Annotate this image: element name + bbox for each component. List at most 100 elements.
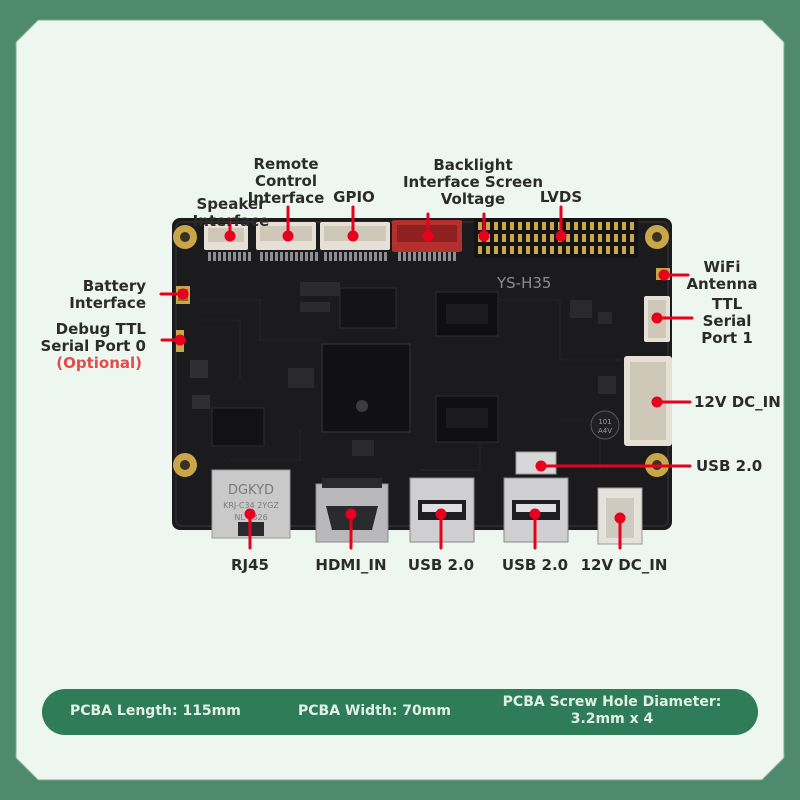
spec-length: PCBA Length: 115mm bbox=[70, 703, 241, 719]
connector-pin bbox=[354, 252, 357, 261]
lvds-pin bbox=[566, 222, 570, 230]
svg-text:101: 101 bbox=[598, 418, 611, 426]
connector-pin bbox=[398, 252, 401, 261]
connector-pin bbox=[369, 252, 372, 261]
lvds-pin bbox=[614, 234, 618, 242]
svg-text:DGKYD: DGKYD bbox=[228, 483, 274, 498]
label-12v-dc-in-bottom: 12V DC_IN bbox=[580, 556, 668, 574]
lvds-pin bbox=[502, 234, 506, 242]
connector-pin bbox=[285, 252, 288, 261]
lvds-pin bbox=[550, 246, 554, 254]
lvds-pin bbox=[598, 234, 602, 242]
model-silkscreen: YS-H35 bbox=[496, 274, 551, 292]
svg-text:KRJ-C34 2YGZ: KRJ-C34 2YGZ bbox=[223, 501, 279, 510]
label-gpio: GPIO bbox=[333, 188, 375, 206]
mounting-hole-bl bbox=[173, 453, 197, 477]
lvds-pin bbox=[486, 222, 490, 230]
connector-pin bbox=[233, 252, 236, 261]
connector-pin bbox=[260, 252, 263, 261]
lvds-pin bbox=[574, 234, 578, 242]
lvds-pin bbox=[598, 222, 602, 230]
spec-screw-hole: PCBA Screw Hole Diameter:3.2mm x 4 bbox=[502, 694, 722, 727]
pmic-chip bbox=[339, 287, 397, 329]
connector-pin bbox=[453, 252, 456, 261]
connector-pin bbox=[270, 252, 273, 261]
connector-pin bbox=[418, 252, 421, 261]
connector-pin bbox=[413, 252, 416, 261]
label-optional: (Optional) bbox=[56, 354, 142, 372]
lvds-pin bbox=[502, 246, 506, 254]
lvds-pin bbox=[614, 222, 618, 230]
lvds-pin bbox=[486, 246, 490, 254]
lvds-pin bbox=[622, 222, 626, 230]
lvds-pin bbox=[534, 234, 538, 242]
lvds-pin bbox=[590, 246, 594, 254]
lvds-pin bbox=[582, 222, 586, 230]
connector-pin bbox=[334, 252, 337, 261]
mounting-hole-tr bbox=[645, 225, 669, 249]
label-rj45: RJ45 bbox=[230, 556, 269, 574]
lvds-pin bbox=[622, 234, 626, 242]
lvds-pin bbox=[550, 222, 554, 230]
lvds-pin bbox=[582, 246, 586, 254]
connector-pin bbox=[438, 252, 441, 261]
lvds-pin bbox=[590, 222, 594, 230]
label-lvds: LVDS bbox=[539, 188, 583, 206]
connector-pin bbox=[349, 252, 352, 261]
connector-pin bbox=[305, 252, 308, 261]
lvds-pin bbox=[606, 246, 610, 254]
svg-text:A4V: A4V bbox=[598, 427, 612, 435]
lvds-pin bbox=[526, 234, 530, 242]
connector-pin bbox=[295, 252, 298, 261]
lvds-pin bbox=[478, 222, 482, 230]
ethernet-ic bbox=[211, 407, 265, 447]
connector-pin bbox=[280, 252, 283, 261]
connector-pin bbox=[433, 252, 436, 261]
connector-pin bbox=[359, 252, 362, 261]
connector-pin bbox=[408, 252, 411, 261]
connector-pin bbox=[310, 252, 313, 261]
connector-pin bbox=[428, 252, 431, 261]
connector-pin bbox=[223, 252, 226, 261]
connector-pin bbox=[448, 252, 451, 261]
lvds-pin bbox=[566, 234, 570, 242]
lvds-pin bbox=[606, 234, 610, 242]
spec-bar: PCBA Length: 115mm PCBA Width: 70mm PCBA… bbox=[42, 689, 758, 735]
lvds-pin bbox=[622, 246, 626, 254]
connector-pin bbox=[339, 252, 342, 261]
top-connector-pins bbox=[208, 252, 456, 261]
lvds-pin bbox=[518, 234, 522, 242]
label-usb-a: USB 2.0 bbox=[407, 556, 475, 574]
connector-pin bbox=[423, 252, 426, 261]
lvds-pin bbox=[494, 246, 498, 254]
lvds-pin bbox=[518, 246, 522, 254]
lvds-pin bbox=[590, 234, 594, 242]
lvds-pin bbox=[510, 246, 514, 254]
lvds-pin bbox=[510, 222, 514, 230]
mounting-hole-tl bbox=[173, 225, 197, 249]
lvds-pin bbox=[582, 234, 586, 242]
connector-pin bbox=[379, 252, 382, 261]
lvds-pin bbox=[606, 222, 610, 230]
lvds-pin bbox=[534, 222, 538, 230]
lvds-pin bbox=[574, 222, 578, 230]
callout-lines bbox=[159, 205, 694, 550]
connector-pin bbox=[248, 252, 251, 261]
connector-pin bbox=[300, 252, 303, 261]
label-12v-dc-in-right: 12V DC_IN bbox=[694, 393, 781, 411]
lvds-pin bbox=[518, 222, 522, 230]
usb-header-small bbox=[515, 451, 557, 475]
lvds-pin bbox=[526, 222, 530, 230]
lvds-pin bbox=[534, 246, 538, 254]
connector-pin bbox=[344, 252, 347, 261]
lvds-pin bbox=[598, 246, 602, 254]
connector-pin bbox=[213, 252, 216, 261]
connector-pin bbox=[265, 252, 268, 261]
